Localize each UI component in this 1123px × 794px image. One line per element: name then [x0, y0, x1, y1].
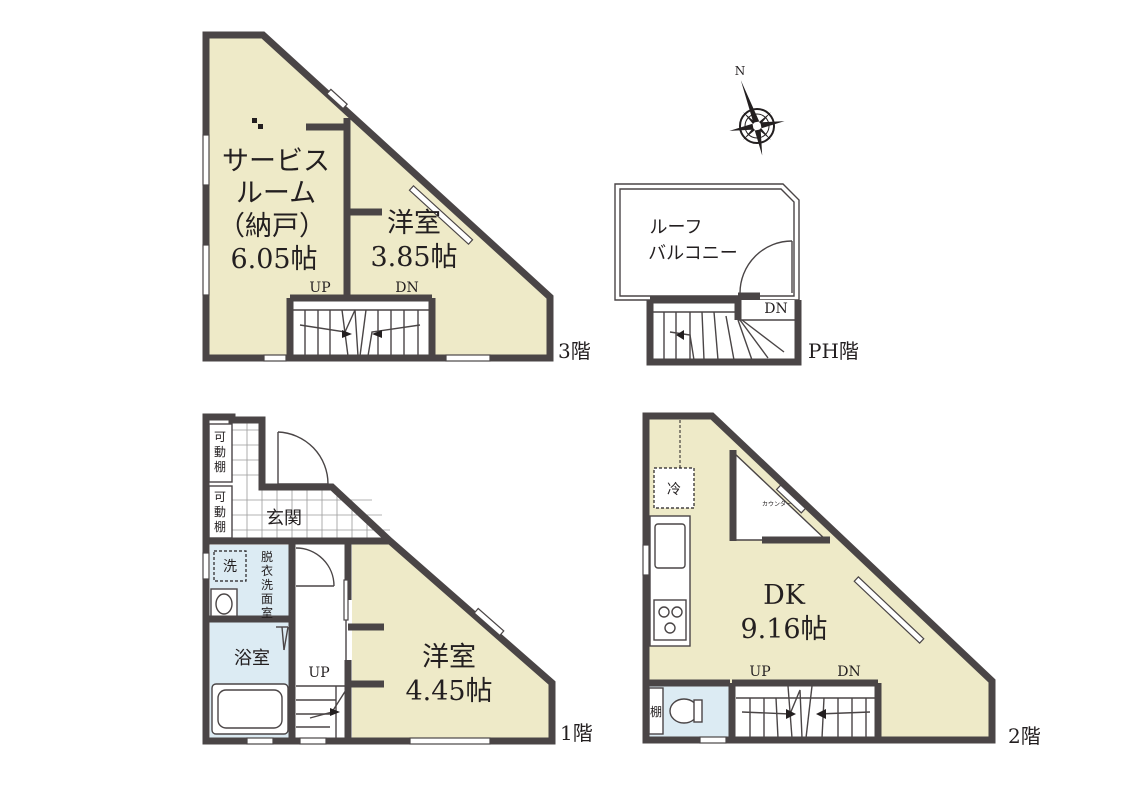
- shelf-1-char1: 可: [214, 430, 226, 444]
- floor-3-fill: [206, 35, 550, 358]
- roof-balcony-inner: [619, 188, 795, 297]
- floor-1-western-room-fill: [352, 541, 552, 741]
- dressing-room-char2: 衣: [261, 563, 273, 578]
- shelf-2-char2: 動: [214, 505, 226, 519]
- floor-1-western-room-name: 洋室: [422, 642, 476, 673]
- shelf-1-char3: 棚: [214, 459, 226, 474]
- dressing-door-swing: [295, 547, 335, 587]
- toilet-shelf-label: 棚: [650, 704, 662, 719]
- dk-name: DK: [763, 580, 806, 611]
- floor-1-western-room-size: 4.45帖: [405, 676, 492, 707]
- service-room-line1: サービス: [222, 146, 330, 177]
- floor-1-window: [473, 607, 505, 637]
- service-room-line2: ルーム: [236, 178, 316, 209]
- fridge-label: 冷: [667, 482, 681, 498]
- floor-3-western-room-size: 3.85帖: [370, 242, 457, 273]
- entrance-tile-area-2: [232, 487, 390, 541]
- floor-2-window: [775, 484, 807, 514]
- floor-3-symbol: [252, 118, 257, 123]
- floor-ph-stair-area: [650, 300, 798, 362]
- floor-ph-plan: ルーフ バルコニー DN PH階: [614, 183, 859, 366]
- floor-2-window: [642, 544, 650, 576]
- floor-3-stair-treads: [292, 309, 432, 357]
- bathtub: [211, 683, 289, 735]
- burner-icon: [658, 606, 670, 618]
- kitchen-sink-icon: [654, 523, 686, 569]
- toilet-tank: [693, 699, 703, 723]
- floor-ph-label: PH階: [808, 339, 859, 363]
- dressing-room-char3: 洗: [261, 578, 273, 592]
- entrance-door-swing: [277, 431, 329, 485]
- dressing-room-char5: 室: [261, 605, 273, 620]
- floor-1-label: 1階: [560, 721, 593, 745]
- floor-2-stair-arrow-up: [786, 709, 796, 719]
- floor-ph-stair-treads: [652, 311, 785, 361]
- floor-3-outer-wall: [202, 31, 554, 362]
- floor-2-window: [853, 576, 925, 644]
- dressing-room-char4: 面: [261, 592, 273, 606]
- floor-2-stair-arrow-down: [816, 709, 826, 719]
- floor-3-symbol: [258, 124, 263, 129]
- floor-3-western-room-name: 洋室: [387, 208, 441, 239]
- shelf-2-char1: 可: [214, 490, 226, 504]
- kitchen-counter: [649, 515, 691, 647]
- floor-2-plan: 冷 カウンター DK 9.16帖 棚 UP DN 2階: [642, 412, 1041, 748]
- floor-1-window: [246, 737, 274, 745]
- floor-3-stair-arrow-up: [342, 330, 352, 338]
- compass-north-label: N: [735, 64, 746, 78]
- floor-3-window: [408, 184, 474, 246]
- service-room-line3: （納戸）: [218, 211, 326, 242]
- bath-door: [281, 626, 285, 651]
- counter-label: カウンター: [762, 500, 792, 508]
- floor-3-window: [445, 354, 491, 362]
- floor-ph-stair-down-label: DN: [764, 301, 787, 317]
- bathroom-label: 浴室: [234, 648, 270, 669]
- floor-3-label: 3階: [558, 339, 591, 363]
- floor-3-window: [326, 88, 348, 110]
- floor-3-plan: サービス ルーム （納戸） 6.05帖 洋室 3.85帖 UP DN 3階: [202, 31, 591, 363]
- dk-size: 9.16帖: [740, 614, 827, 645]
- floor-2-stair-down-label: DN: [837, 664, 860, 680]
- floor-2-label: 2階: [1008, 724, 1041, 748]
- floor-1-window: [343, 579, 349, 621]
- washer-space: [213, 550, 247, 582]
- floor-3-stair-up-label: UP: [309, 280, 330, 296]
- floor-2-stair-up-label: UP: [749, 664, 770, 680]
- floor-3-stair-arrow-down: [372, 330, 382, 338]
- compass-icon: [729, 80, 785, 156]
- floor-3-window: [202, 134, 210, 186]
- floor-3-stair-down-label: DN: [395, 280, 418, 296]
- washer-label: 洗: [223, 559, 237, 575]
- dressing-room-char1: 脱: [261, 549, 273, 564]
- floor-3-window: [202, 244, 210, 296]
- floor-1-window: [202, 552, 210, 580]
- washbasin-bowl: [215, 593, 233, 615]
- burner-icon: [671, 606, 683, 618]
- shelf-1-char2: 動: [214, 445, 226, 459]
- floor-ph-stair-arrow: [676, 330, 684, 340]
- floor-3-window: [263, 354, 287, 362]
- service-room-size: 6.05帖: [230, 244, 317, 275]
- floor-2-window: [699, 736, 727, 744]
- floor-1-window: [409, 737, 491, 745]
- fridge-space: [653, 467, 695, 509]
- floor-1-stair-arrow: [330, 708, 340, 716]
- burner-icon: [664, 622, 676, 634]
- floor-1-stair-up-label: UP: [308, 665, 329, 681]
- floor-ph-stair-wall: [646, 300, 802, 366]
- roof-door-swing: [739, 240, 793, 294]
- roof-balcony-line1: ルーフ: [650, 217, 703, 238]
- floor-1-plan: 可 動 棚 可 動 棚 玄関 洗 脱 衣 洗 面 室 浴室 洋室 4.45帖 U…: [202, 413, 593, 745]
- shelf-2-char3: 棚: [214, 519, 226, 534]
- floor-1-window: [299, 737, 327, 745]
- roof-balcony-line2: バルコニー: [648, 243, 738, 264]
- stove-icon: [653, 599, 687, 641]
- bath-door: [283, 626, 289, 651]
- floor-2-stair-treads: [736, 685, 876, 739]
- bathtub-inner: [217, 689, 283, 729]
- entrance-label: 玄関: [266, 508, 302, 529]
